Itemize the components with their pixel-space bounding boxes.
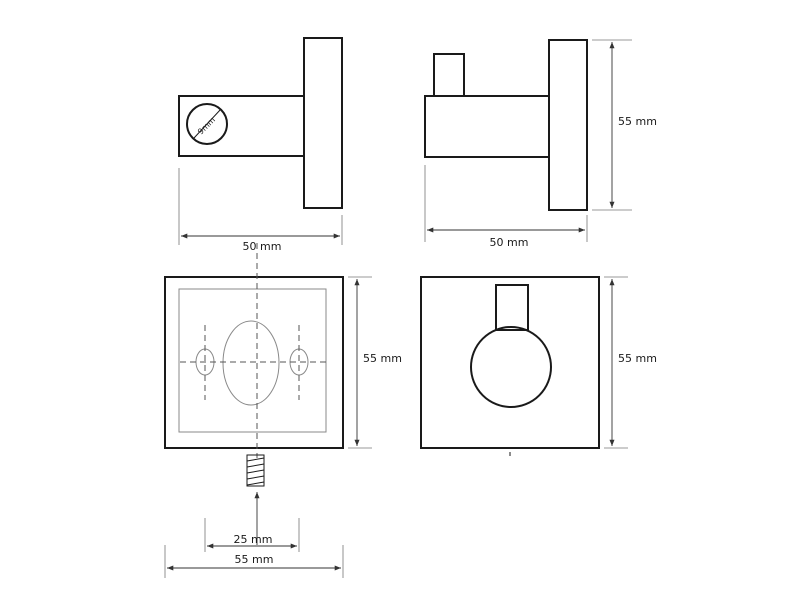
front-view: 55 mm (420, 276, 657, 456)
side-view-plate (303, 37, 343, 209)
hook-knob (470, 326, 552, 408)
center-opening (222, 320, 280, 406)
hook-plate (548, 39, 588, 211)
screw-thread (246, 475, 265, 480)
side2-width-label: 50 mm (490, 236, 529, 249)
screw-thread (246, 457, 265, 462)
screw-thread (246, 481, 265, 486)
bolt-diagonal (193, 108, 222, 139)
hook-tip (433, 53, 465, 97)
front-plate (420, 276, 600, 449)
side2-height-label: 55 mm (618, 115, 657, 128)
back-plate-outer (164, 276, 344, 449)
bolt-size-label: 9mm (196, 115, 217, 136)
screw-thread (246, 469, 265, 474)
side-view-right: 50 mm 55 mm (424, 39, 657, 249)
hole-spacing-label: 25 mm (234, 533, 273, 546)
front-height-label: 55 mm (618, 352, 657, 365)
screw (246, 454, 265, 487)
side-view-left: 9mm 50 mm (178, 37, 343, 253)
back-plate-inner (178, 288, 327, 433)
bolt-circle (186, 103, 228, 145)
hook-arm (424, 95, 550, 158)
screw-thread (246, 463, 265, 468)
side-width-label: 50 mm (243, 240, 282, 253)
side-view-arm (178, 95, 305, 157)
back-width-label: 55 mm (235, 553, 274, 566)
back-view: 25 mm 55 mm 55 mm (164, 243, 402, 578)
hook-stem (495, 284, 529, 331)
back-height-label: 55 mm (363, 352, 402, 365)
